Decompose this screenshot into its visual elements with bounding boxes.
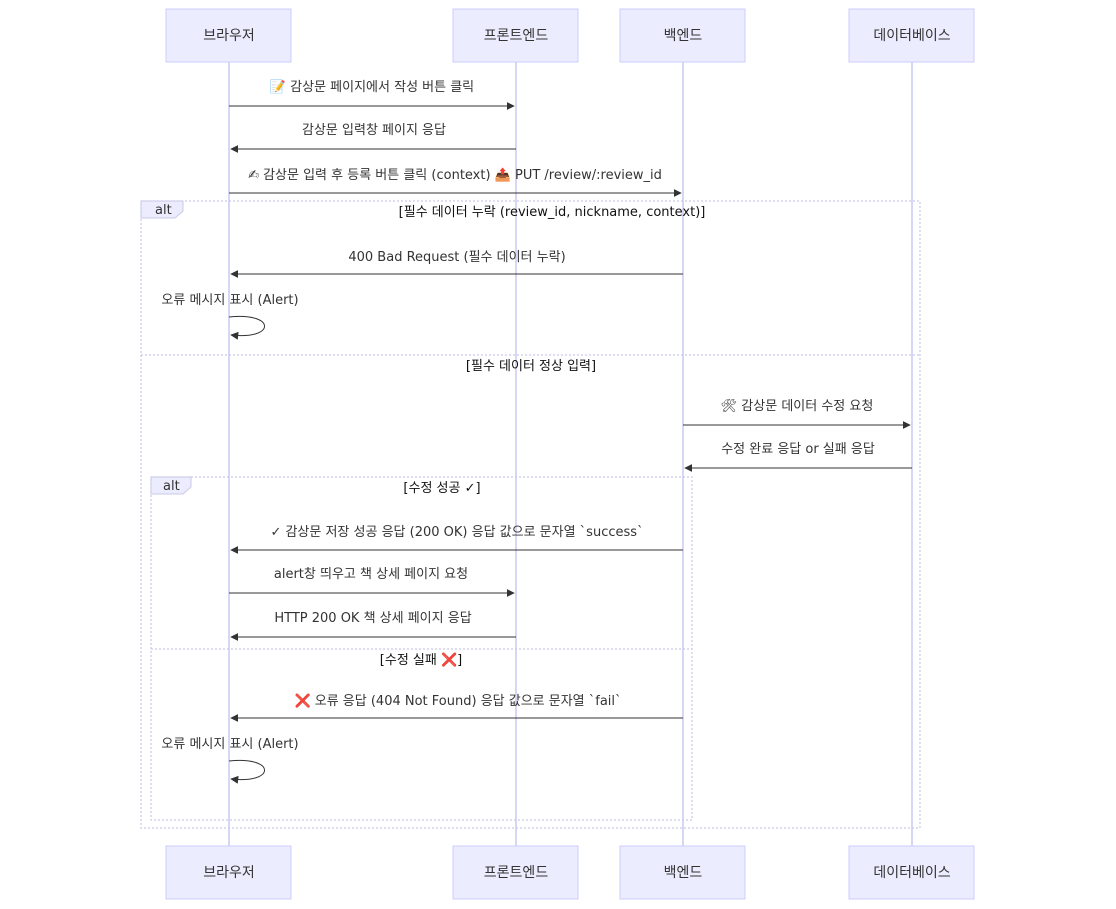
message-m2: 감상문 입력창 페이지 응답 (230, 123, 516, 153)
message-m10: HTTP 200 OK 책 상세 페이지 응답 (230, 611, 516, 641)
participant-browser-top[interactable]: 브라우저 (165, 8, 292, 63)
message-m5: 오류 메시지 표시 (Alert) (161, 293, 299, 340)
participant-box (452, 845, 579, 900)
participant-label: 데이터베이스 (873, 28, 950, 44)
alt-frame-inner-condition-1: [수정 성공 ✓] (403, 481, 480, 496)
alt-frame-inner: alt [수정 성공 ✓] [수정 실패 ❌] (150, 476, 693, 821)
message-m11: ❌ 오류 응답 (404 Not Found) 응답 값으로 문자열 `fail… (230, 693, 683, 722)
message-label: 오류 메시지 표시 (Alert) (161, 737, 298, 752)
participant-frontend-top[interactable]: 프론트엔드 (452, 8, 579, 63)
alt-frame-outer-condition-2: [필수 데이터 정상 입력] (466, 359, 596, 374)
participant-box (165, 845, 292, 900)
participant-database-top[interactable]: 데이터베이스 (848, 8, 975, 63)
alt-frame-outer-condition-1: [필수 데이터 누락 (review_id, nickname, context… (399, 205, 706, 220)
message-label: 400 Bad Request (필수 데이터 누락) (348, 250, 565, 265)
participant-label: 백엔드 (664, 28, 703, 44)
participant-box (165, 8, 292, 63)
participant-backend-bottom[interactable]: 백엔드 (619, 845, 746, 900)
participant-backend-top[interactable]: 백엔드 (619, 8, 746, 63)
message-m6: 🛠 감상문 데이터 수정 요청 (683, 399, 911, 429)
participant-box (848, 845, 975, 900)
message-label: alert창 띄우고 책 상세 페이지 요청 (274, 567, 468, 582)
message-m3: ✍ 감상문 입력 후 등록 버튼 클릭 (context) 📤 PUT /rev… (229, 167, 682, 197)
participant-label: 프론트엔드 (484, 28, 549, 44)
message-arrow-self (228, 759, 265, 784)
participant-label: 브라우저 (203, 28, 255, 44)
participant-label: 데이터베이스 (873, 865, 950, 881)
alt-frame-inner-keyword: alt (163, 479, 180, 494)
participant-box (619, 8, 746, 63)
participant-label: 프론트엔드 (484, 865, 549, 881)
alt-frame-outer-tab (140, 200, 184, 219)
alt-frame-outer-border (140, 200, 921, 829)
message-arrow-self (228, 315, 265, 340)
alt-frame-outer: alt [필수 데이터 누락 (review_id, nickname, con… (140, 200, 921, 829)
message-label: ✓ 감상문 저장 성공 응답 (200 OK) 응답 값으로 문자열 `succ… (270, 525, 643, 540)
participant-label: 브라우저 (203, 865, 255, 881)
participant-box (452, 8, 579, 63)
alt-frame-outer-keyword: alt (155, 203, 172, 218)
message-label: 수정 완료 응답 or 실패 응답 (721, 442, 875, 457)
message-m4: 400 Bad Request (필수 데이터 누락) (230, 250, 683, 278)
message-m12: 오류 메시지 표시 (Alert) (161, 737, 299, 784)
message-m9: alert창 띄우고 책 상세 페이지 요청 (229, 567, 515, 597)
alt-frame-inner-condition-2: [수정 실패 ❌] (380, 652, 462, 668)
participant-frontend-bottom[interactable]: 프론트엔드 (452, 845, 579, 900)
participant-label: 백엔드 (664, 865, 703, 881)
message-m7: 수정 완료 응답 or 실패 응답 (684, 442, 912, 472)
participant-browser-bottom[interactable]: 브라우저 (165, 845, 292, 900)
participant-box (619, 845, 746, 900)
participants-top: 브라우저 프론트엔드 백엔드 데이터베이스 (165, 8, 975, 63)
message-label: HTTP 200 OK 책 상세 페이지 응답 (274, 611, 471, 626)
message-label: ❌ 오류 응답 (404 Not Found) 응답 값으로 문자열 `fail… (294, 693, 621, 709)
participant-box (848, 8, 975, 63)
alt-frame-inner-tab (150, 476, 192, 495)
message-label: 📝 감상문 페이지에서 작성 버튼 클릭 (270, 79, 474, 95)
message-label: ✍ 감상문 입력 후 등록 버튼 클릭 (context) 📤 PUT /rev… (248, 167, 662, 183)
message-m8: ✓ 감상문 저장 성공 응답 (200 OK) 응답 값으로 문자열 `succ… (230, 525, 683, 554)
message-m1: 📝 감상문 페이지에서 작성 버튼 클릭 (229, 79, 515, 110)
message-label: 오류 메시지 표시 (Alert) (161, 293, 298, 308)
message-label: 🛠 감상문 데이터 수정 요청 (721, 399, 874, 414)
participant-database-bottom[interactable]: 데이터베이스 (848, 845, 975, 900)
messages: 📝 감상문 페이지에서 작성 버튼 클릭 감상문 입력창 페이지 응답 ✍ 감상… (161, 79, 912, 784)
participants-bottom: 브라우저 프론트엔드 백엔드 데이터베이스 (165, 845, 975, 900)
message-label: 감상문 입력창 페이지 응답 (302, 123, 446, 138)
